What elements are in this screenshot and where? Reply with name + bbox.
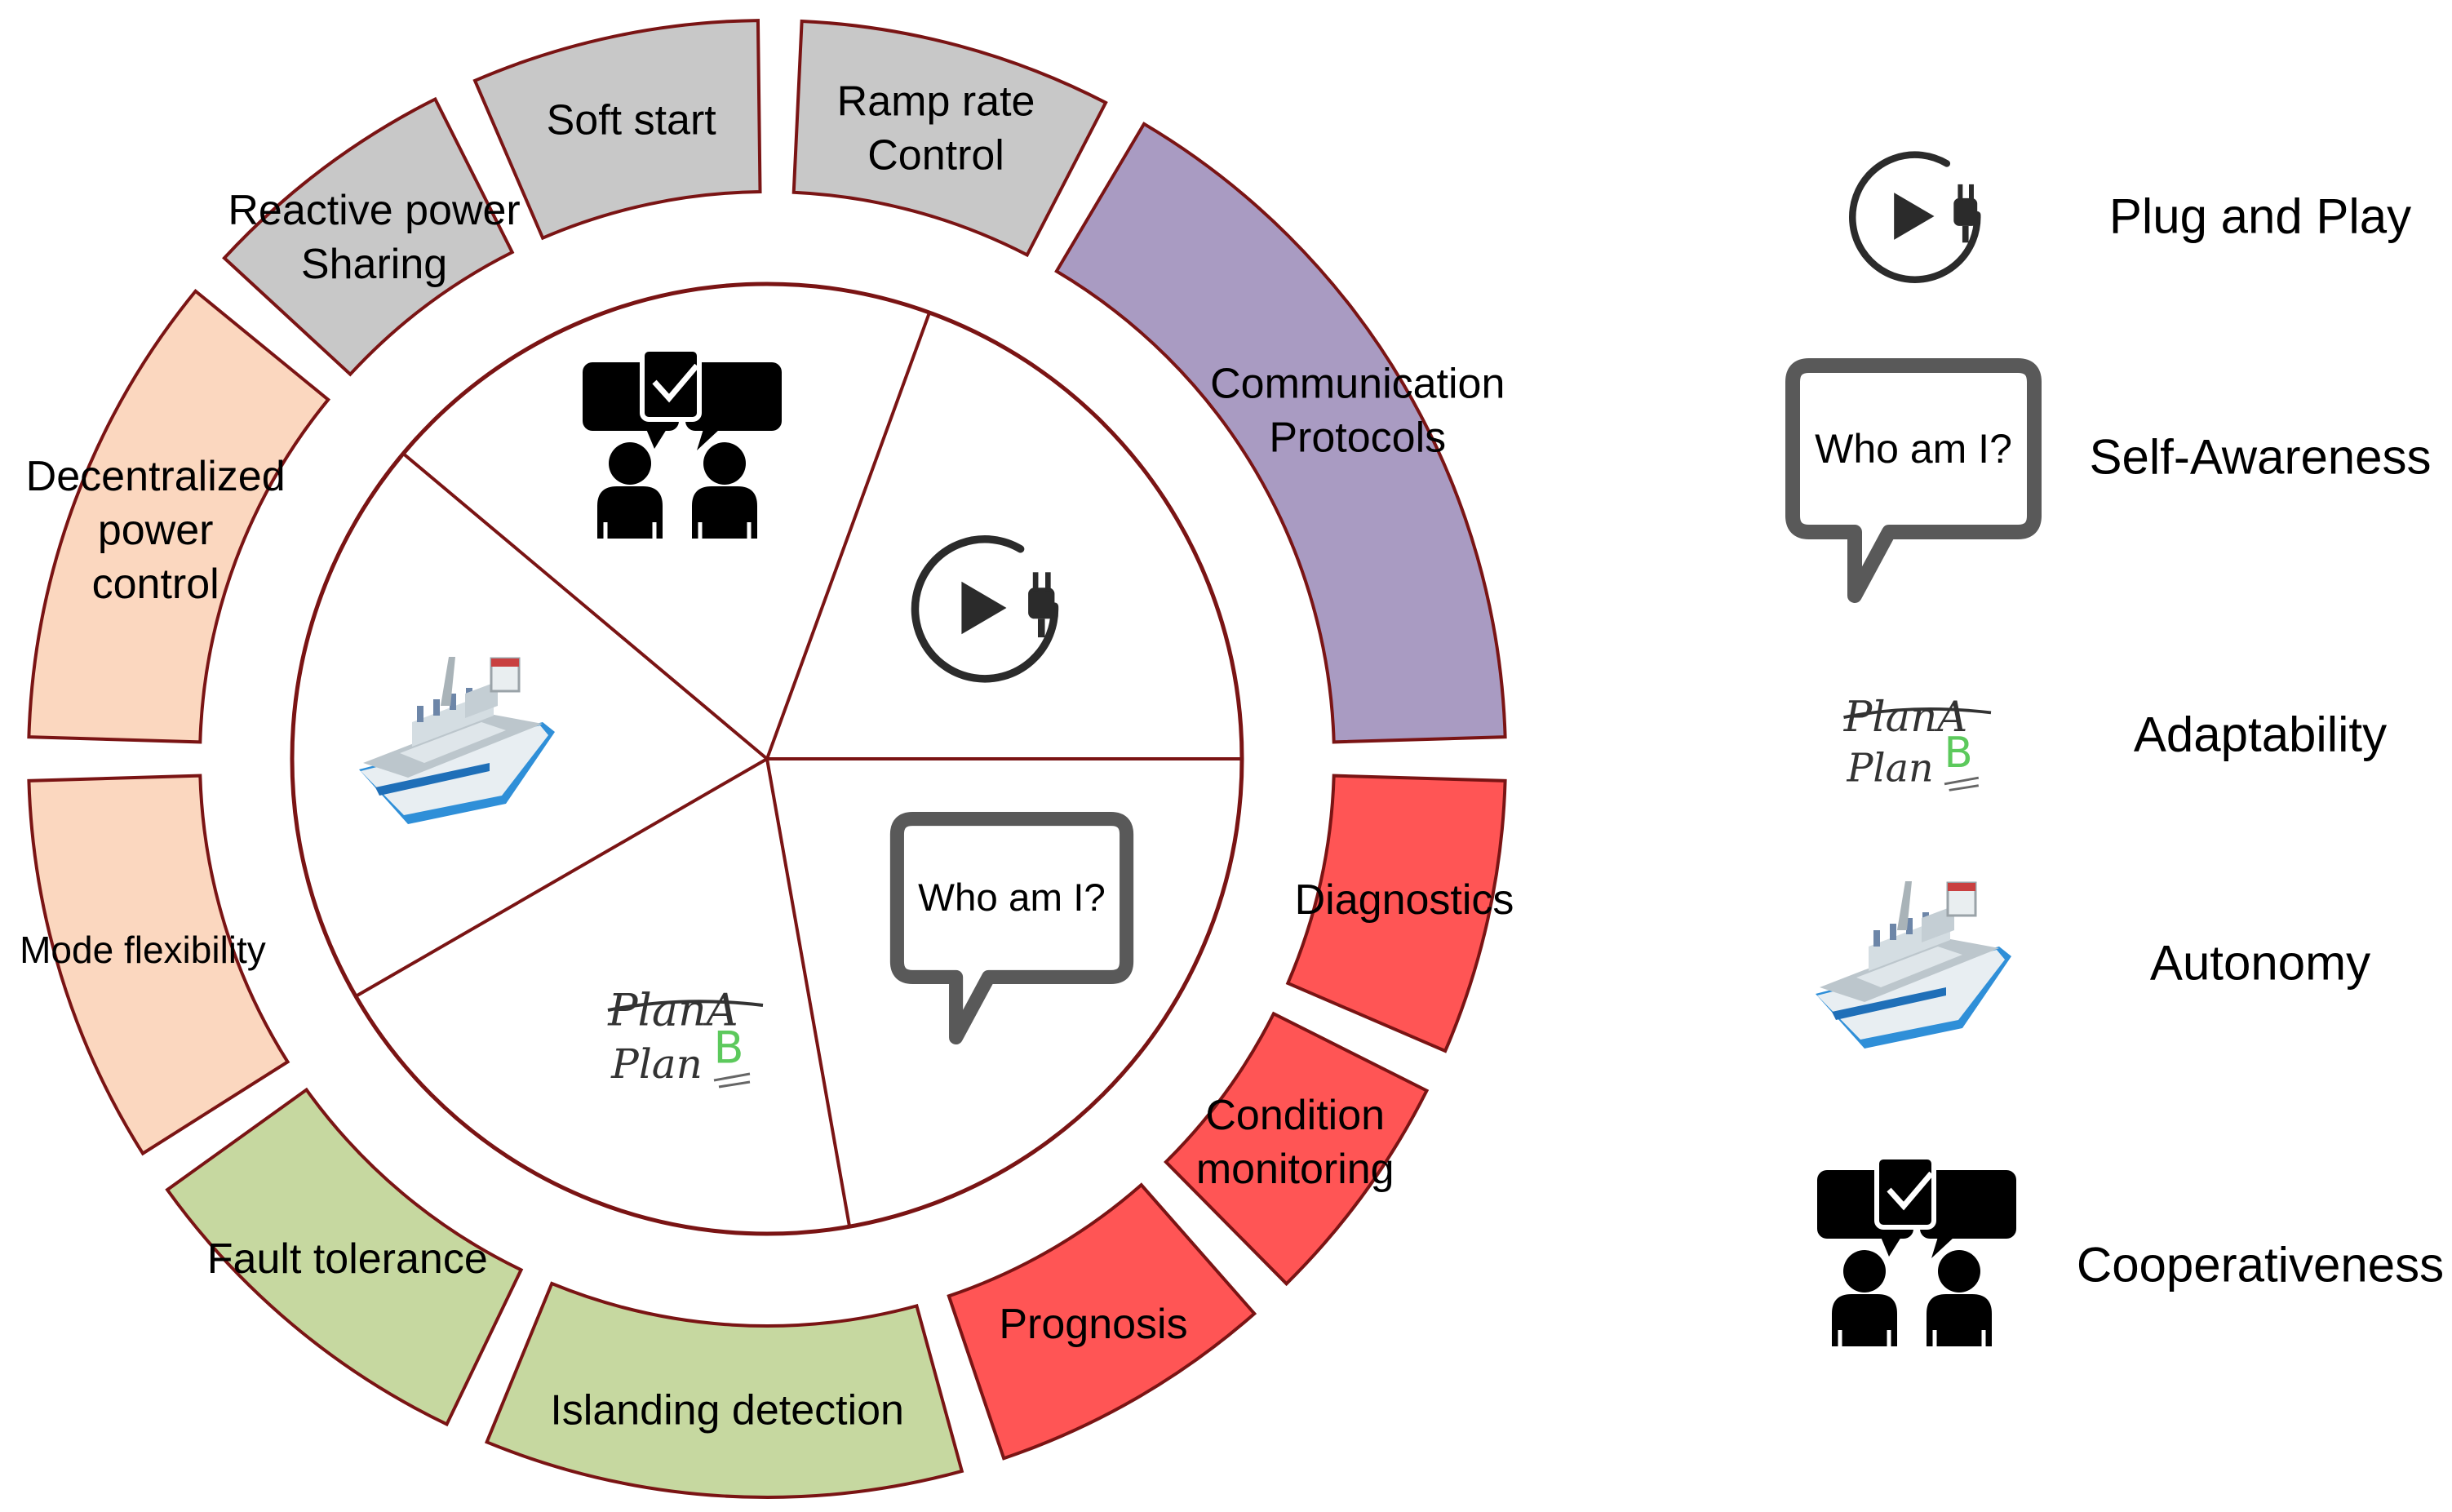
outer-segment-fault: Fault tolerance: [165, 1087, 524, 1427]
outer-segment-shape: [1285, 774, 1507, 1053]
inner-spoke: [354, 757, 768, 998]
plan-b-word: Plan: [610, 1040, 703, 1088]
inner-spoke: [765, 758, 852, 1227]
outer-segment-shape: [484, 1281, 964, 1499]
plan-a-strike: [1843, 707, 1992, 719]
legend-item-autonomy: Autonomy: [1816, 881, 2370, 1049]
outer-segment-shape: [222, 96, 515, 377]
inner-spoke: [401, 452, 769, 760]
outer-segment-label: Ramp rate: [837, 78, 1035, 125]
outer-segment-decentralized: Decentralized power control: [26, 288, 330, 744]
speech-bubble-shape: [1785, 358, 2042, 603]
outer-segment-label: Protocols: [1269, 415, 1446, 462]
plan-b-scribble: [1944, 776, 1980, 791]
outer-segment-label: Decentralized: [26, 453, 286, 500]
outer-segment-shape: [1054, 122, 1507, 744]
legend-label: Adaptability: [2134, 707, 2387, 762]
inner-sector-self-awareness: Who am I?: [889, 812, 1134, 1045]
self-awareness-icon: Who am I?: [1785, 358, 2042, 603]
outer-segment-label: Communication: [1210, 361, 1505, 408]
legend-item-self-awareness: Who am I? Self-Awareness: [1785, 358, 2432, 603]
outer-segment-shape: [947, 1182, 1257, 1461]
outer-segment-label: Prognosis: [999, 1301, 1187, 1348]
legend-label: Self-Awareness: [2089, 430, 2431, 485]
speech-bubble-shape: [889, 812, 1134, 1045]
outer-segment-shape: [27, 774, 290, 1156]
outer-segment-label: Soft start: [547, 96, 717, 144]
outer-segment-label: Control: [867, 131, 1004, 179]
outer-segment-label: Islanding detection: [550, 1387, 904, 1434]
outer-segment-shape: [165, 1087, 524, 1427]
outer-segment-label: control: [92, 561, 219, 608]
outer-segment-label: power: [98, 507, 214, 554]
outer-segment-label: Fault tolerance: [207, 1235, 488, 1283]
capability-wheel: Ramp rateControlCommunicationProtocolsDi…: [20, 19, 1514, 1499]
inner-spoke: [765, 312, 931, 760]
self-awareness-icon: Who am I?: [889, 812, 1134, 1045]
legend-label: Cooperativeness: [2077, 1238, 2444, 1293]
outer-segment-soft-start: Soft start: [472, 19, 762, 241]
plan-b-word: Plan: [1846, 746, 1933, 791]
legend-item-cooperativeness: Cooperativeness: [1817, 1157, 2444, 1346]
plug-and-play-icon: [1852, 155, 1977, 280]
plan-b-letter: B: [1944, 729, 1972, 778]
plan-a-text: PlanA: [1843, 693, 1968, 742]
legend-label: Autonomy: [2150, 936, 2370, 991]
outer-segment-shape: [27, 288, 330, 744]
outer-segment-shape: [791, 19, 1108, 258]
outer-segment-label: monitoring: [1196, 1146, 1394, 1193]
outer-segment-shape: [1164, 1011, 1430, 1287]
speech-bubble-text: Who am I?: [1815, 426, 2012, 472]
legend-item-plug-and-play: Plug and Play: [1852, 155, 2411, 280]
outer-segment-label: Condition: [1205, 1092, 1385, 1139]
legend-label: Plug and Play: [2109, 189, 2411, 244]
outer-segment-diagnostics: Diagnostics: [1285, 774, 1514, 1053]
speech-bubble-text: Who am I?: [918, 876, 1106, 920]
plan-b-scribble: [713, 1072, 751, 1089]
outer-segment-label: Reactive power: [228, 187, 520, 234]
plan-a-text: PlanA: [607, 985, 738, 1036]
outer-segment-label: Mode flexibility: [20, 929, 266, 971]
outer-segment-prognosis: Prognosis: [947, 1182, 1257, 1461]
plan-a-strike: [607, 1000, 764, 1012]
outer-segment-condition: Condition monitoring: [1164, 1011, 1430, 1287]
plan-b-letter: B: [713, 1022, 743, 1074]
outer-segment-shape: [472, 19, 762, 241]
autonomy-icon: [1816, 881, 2011, 1049]
outer-segment-label: Diagnostics: [1295, 876, 1514, 924]
outer-segment-label: Sharing: [301, 241, 447, 288]
outer-segment-mode: Mode flexibility: [20, 774, 290, 1156]
outer-segment-islanding: Islanding detection: [484, 1281, 964, 1499]
cooperativeness-icon: [1817, 1157, 2016, 1346]
